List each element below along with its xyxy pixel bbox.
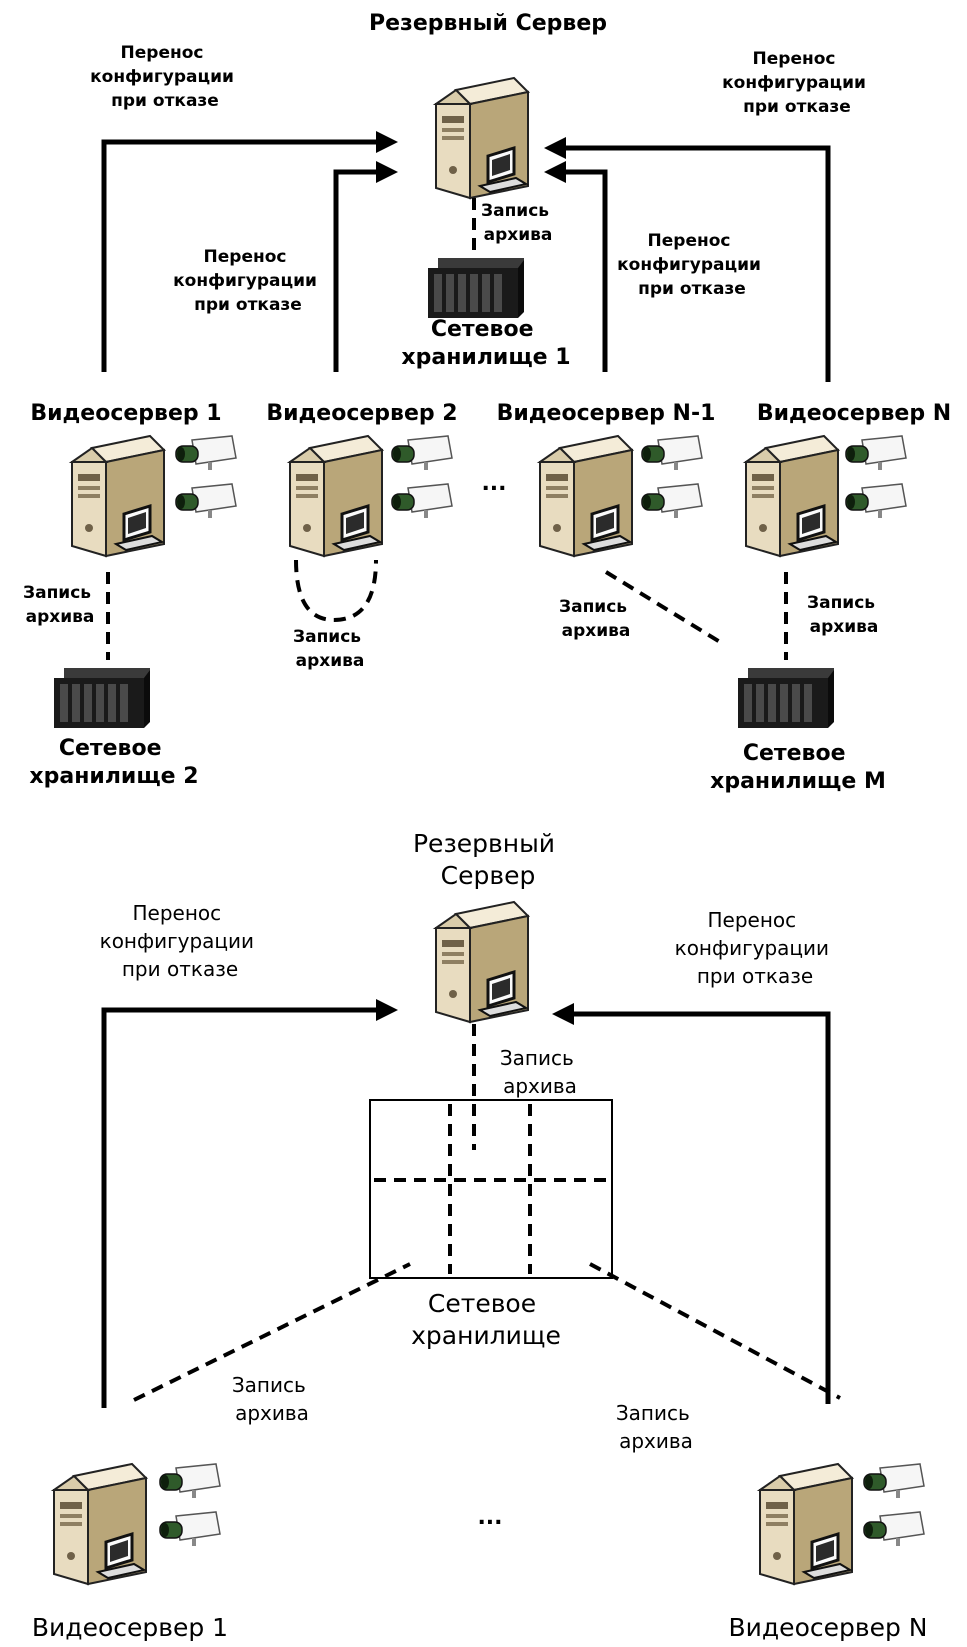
server-icon [538,434,634,558]
bottom-backup-server-title: Резервный Сервер [413,829,563,890]
server-icon [288,434,384,558]
vsn-archive-label: Запись архива [807,593,881,637]
top-transfer-line-vs2 [333,161,398,372]
vsn1-archive-line [604,570,722,644]
bottom-backup-archive-label: Запись архива [500,1046,580,1098]
top-backup-server-icon [434,76,530,200]
camera-icon [391,483,453,519]
bottom-transfer-label-left: Перенос конфигурации при отказе [100,901,261,981]
top-server-label-n1: Видеосервер N-1 [497,401,716,426]
server-icon [758,1462,854,1586]
bottom-backup-server-icon [434,900,530,1024]
shared-network-storage-label: Сетевое хранилище [411,1289,561,1350]
top-server-label-n: Видеосервер N [757,401,951,426]
bottom-server-label-1: Видеосервер 1 [32,1613,228,1642]
bottom-vs1-archive-label: Запись архива [232,1373,312,1425]
camera-icon [175,483,237,519]
top-backup-server-title: Резервный Сервер [369,11,607,36]
bottom-vsn-archive-line [589,1262,841,1400]
network-storage-2-icon [54,668,150,728]
bottom-videoserver-n [758,1462,925,1586]
vs2-archive-label: Запись архива [293,627,367,671]
bottom-videoserver-1 [52,1462,221,1586]
bottom-ellipsis: ... [477,1505,502,1530]
server-icon [70,434,166,558]
server-icon [52,1462,148,1586]
top-videoserver-2 [288,434,453,558]
top-server-label-1: Видеосервер 1 [30,401,221,426]
camera-icon [845,435,907,471]
top-transfer-line-vsn [544,137,831,382]
bottom-transfer-line-right [552,1003,831,1404]
camera-icon [641,435,703,471]
network-storage-2-label: Сетевое хранилище 2 [29,736,198,789]
network-storage-1-label: Сетевое хранилище 1 [401,317,570,370]
camera-icon [863,1511,925,1547]
bottom-vsn-archive-label: Запись архива [616,1401,696,1453]
camera-icon [159,1463,221,1499]
top-videoserver-n1 [538,434,703,558]
camera-icon [863,1463,925,1499]
camera-icon [175,435,237,471]
top-videoserver-1 [70,434,237,558]
bottom-transfer-label-right: Перенос конфигурации при отказе [675,908,836,988]
vsn1-archive-label: Запись архива [559,597,633,641]
bottom-vs1-archive-line [133,1262,411,1402]
network-storage-m-icon [738,668,834,728]
bottom-server-label-n: Видеосервер N [729,1613,928,1642]
vs1-archive-label: Запись архива [23,583,97,627]
network-storage-m-label: Сетевое хранилище M [710,741,886,794]
camera-icon [641,483,703,519]
top-transfer-line-vsn1 [544,161,608,372]
top-backup-archive-label: Запись архива [481,201,555,245]
shared-network-storage [369,1099,613,1279]
top-transfer-line-vs1 [101,131,398,372]
server-icon [744,434,840,558]
camera-icon [391,435,453,471]
top-transfer-label-vsn1: Перенос конфигурации при отказе [617,231,767,299]
camera-icon [845,483,907,519]
top-transfer-label-vs1: Перенос конфигурации при отказе [90,43,240,111]
top-server-label-2: Видеосервер 2 [266,401,457,426]
bottom-transfer-line-left [101,999,398,1408]
top-videoserver-n [744,434,907,558]
network-storage-1-icon [428,258,524,318]
top-transfer-label-vsn: Перенос конфигурации при отказе [722,49,872,117]
vs2-archive-loop [294,559,378,623]
camera-icon [159,1511,221,1547]
top-ellipsis: ... [481,471,506,496]
top-transfer-label-vs2: Перенос конфигурации при отказе [173,247,323,315]
